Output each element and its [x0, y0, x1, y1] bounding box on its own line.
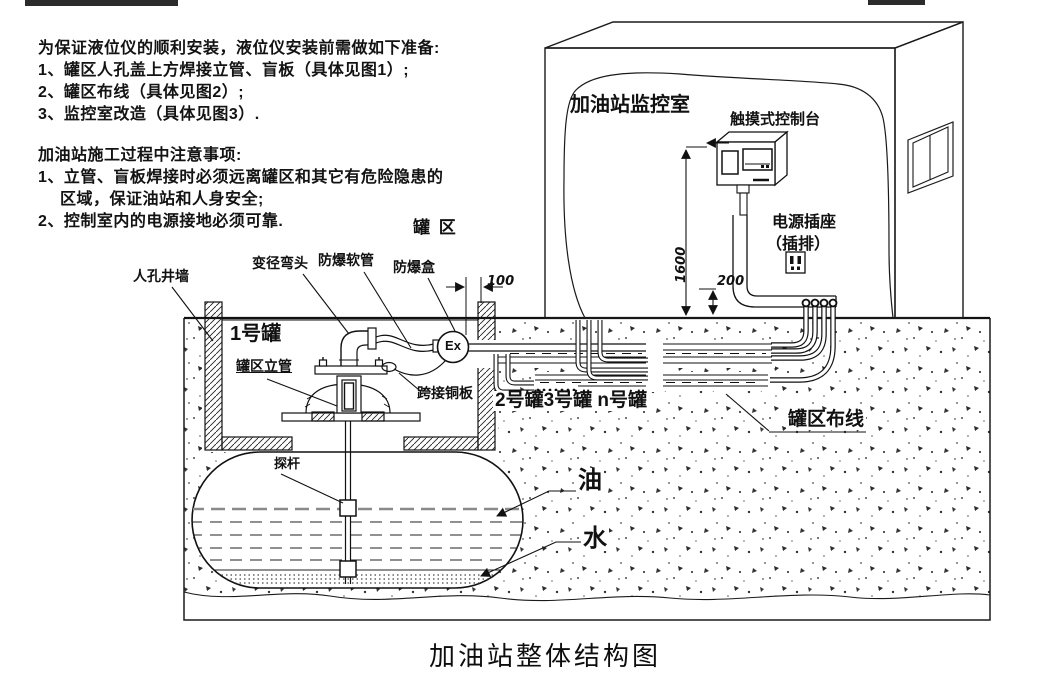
building-roof — [544, 21, 964, 49]
prep-note-item-1: 1、罐区人孔盖上方焊接立管、盲板（具体见图1）; — [38, 62, 410, 79]
dimensions — [446, 138, 729, 335]
tank-area-cabling — [468, 343, 772, 387]
oil-label: 油 — [576, 467, 604, 494]
prep-note-item-3: 3、监控室改造（具体见图3）. — [38, 106, 260, 123]
copper-jumper-label: 跨接铜板 — [417, 385, 473, 401]
leader-lines — [171, 271, 866, 577]
caution-note-item-2: 2、控制室内的电源接地必须可靠. — [38, 213, 284, 230]
reducer-elbow-shape — [339, 327, 377, 366]
caution-note-intro: 加油站施工过程中注意事项: — [38, 147, 242, 164]
storage-tank — [191, 421, 524, 589]
caution-note-item-1: 1、立管、盲板焊接时必须远离罐区和其它有危险隐患的 — [38, 169, 444, 186]
water-leader — [480, 541, 581, 577]
monitor-room-building — [544, 20, 964, 319]
diagram-title: 加油站整体结构图 — [428, 642, 661, 671]
dim-1600-value: 1600 — [674, 246, 690, 283]
prep-note-item-2: 2、罐区布线（具体见图2）; — [38, 84, 245, 101]
other-tanks-label: 2号罐3号罐 n号罐 — [493, 390, 650, 411]
cable-bend — [770, 298, 838, 383]
console-screen-right — [742, 148, 773, 171]
cable-heads — [801, 298, 838, 308]
touch-console — [715, 130, 789, 216]
float-lower — [339, 560, 357, 578]
building-side — [894, 20, 964, 319]
ex-mark: Ex — [445, 338, 461, 353]
water-label: 水 — [581, 525, 609, 552]
manhole-wall-label: 人孔井墙 — [133, 268, 189, 284]
reducer-elbow-label: 变径弯头 — [252, 255, 308, 271]
dim-100-value: 100 — [487, 274, 515, 289]
socket-label-line1: 电源插座 — [772, 214, 837, 231]
power-socket-icon — [785, 251, 806, 274]
window-icon — [907, 121, 954, 194]
cropped-header-bar-left — [25, 0, 178, 6]
caution-note-item-1b: 区域，保证油站和人身安全; — [60, 191, 264, 208]
standpipe-label: 罐区立管 — [236, 358, 292, 374]
socket-label-line2: （插排） — [766, 236, 831, 253]
monitor-room-label: 加油站监控室 — [570, 94, 690, 116]
copper-jumper-strap — [393, 359, 447, 376]
room-outline — [563, 72, 894, 319]
ex-box-label: 防爆盒 — [393, 259, 435, 275]
oil-leader — [496, 490, 576, 517]
ex-box-circle — [436, 330, 470, 364]
float-upper — [339, 499, 357, 517]
tank1-label: 1号罐 — [230, 323, 282, 345]
console-screen-left — [721, 150, 739, 175]
cropped-header-bar-right — [868, 0, 925, 5]
pit-walls — [204, 301, 496, 451]
prep-note-intro: 为保证液位仪的顺利安装，液位仪安装前需做如下准备: — [38, 40, 440, 57]
tank-zone-label: 罐 区 — [413, 218, 458, 237]
probe-rod-label: 探杆 — [274, 456, 301, 471]
console-cable-connector — [736, 184, 750, 194]
cable-break-gap — [646, 336, 663, 392]
console-label: 触摸式控制台 — [730, 111, 821, 128]
cable-ellipsis-dots — [536, 388, 576, 392]
flex-hose-label: 防爆软管 — [318, 252, 374, 268]
standpipe-bore — [343, 382, 355, 410]
standpipe-flange — [314, 365, 388, 375]
wiring-leader — [725, 393, 866, 433]
manhole-assembly — [281, 327, 470, 422]
dim-200-value: 200 — [717, 274, 745, 289]
probe-rod — [339, 421, 357, 584]
tank-wiring-label: 罐区布线 — [786, 409, 867, 430]
